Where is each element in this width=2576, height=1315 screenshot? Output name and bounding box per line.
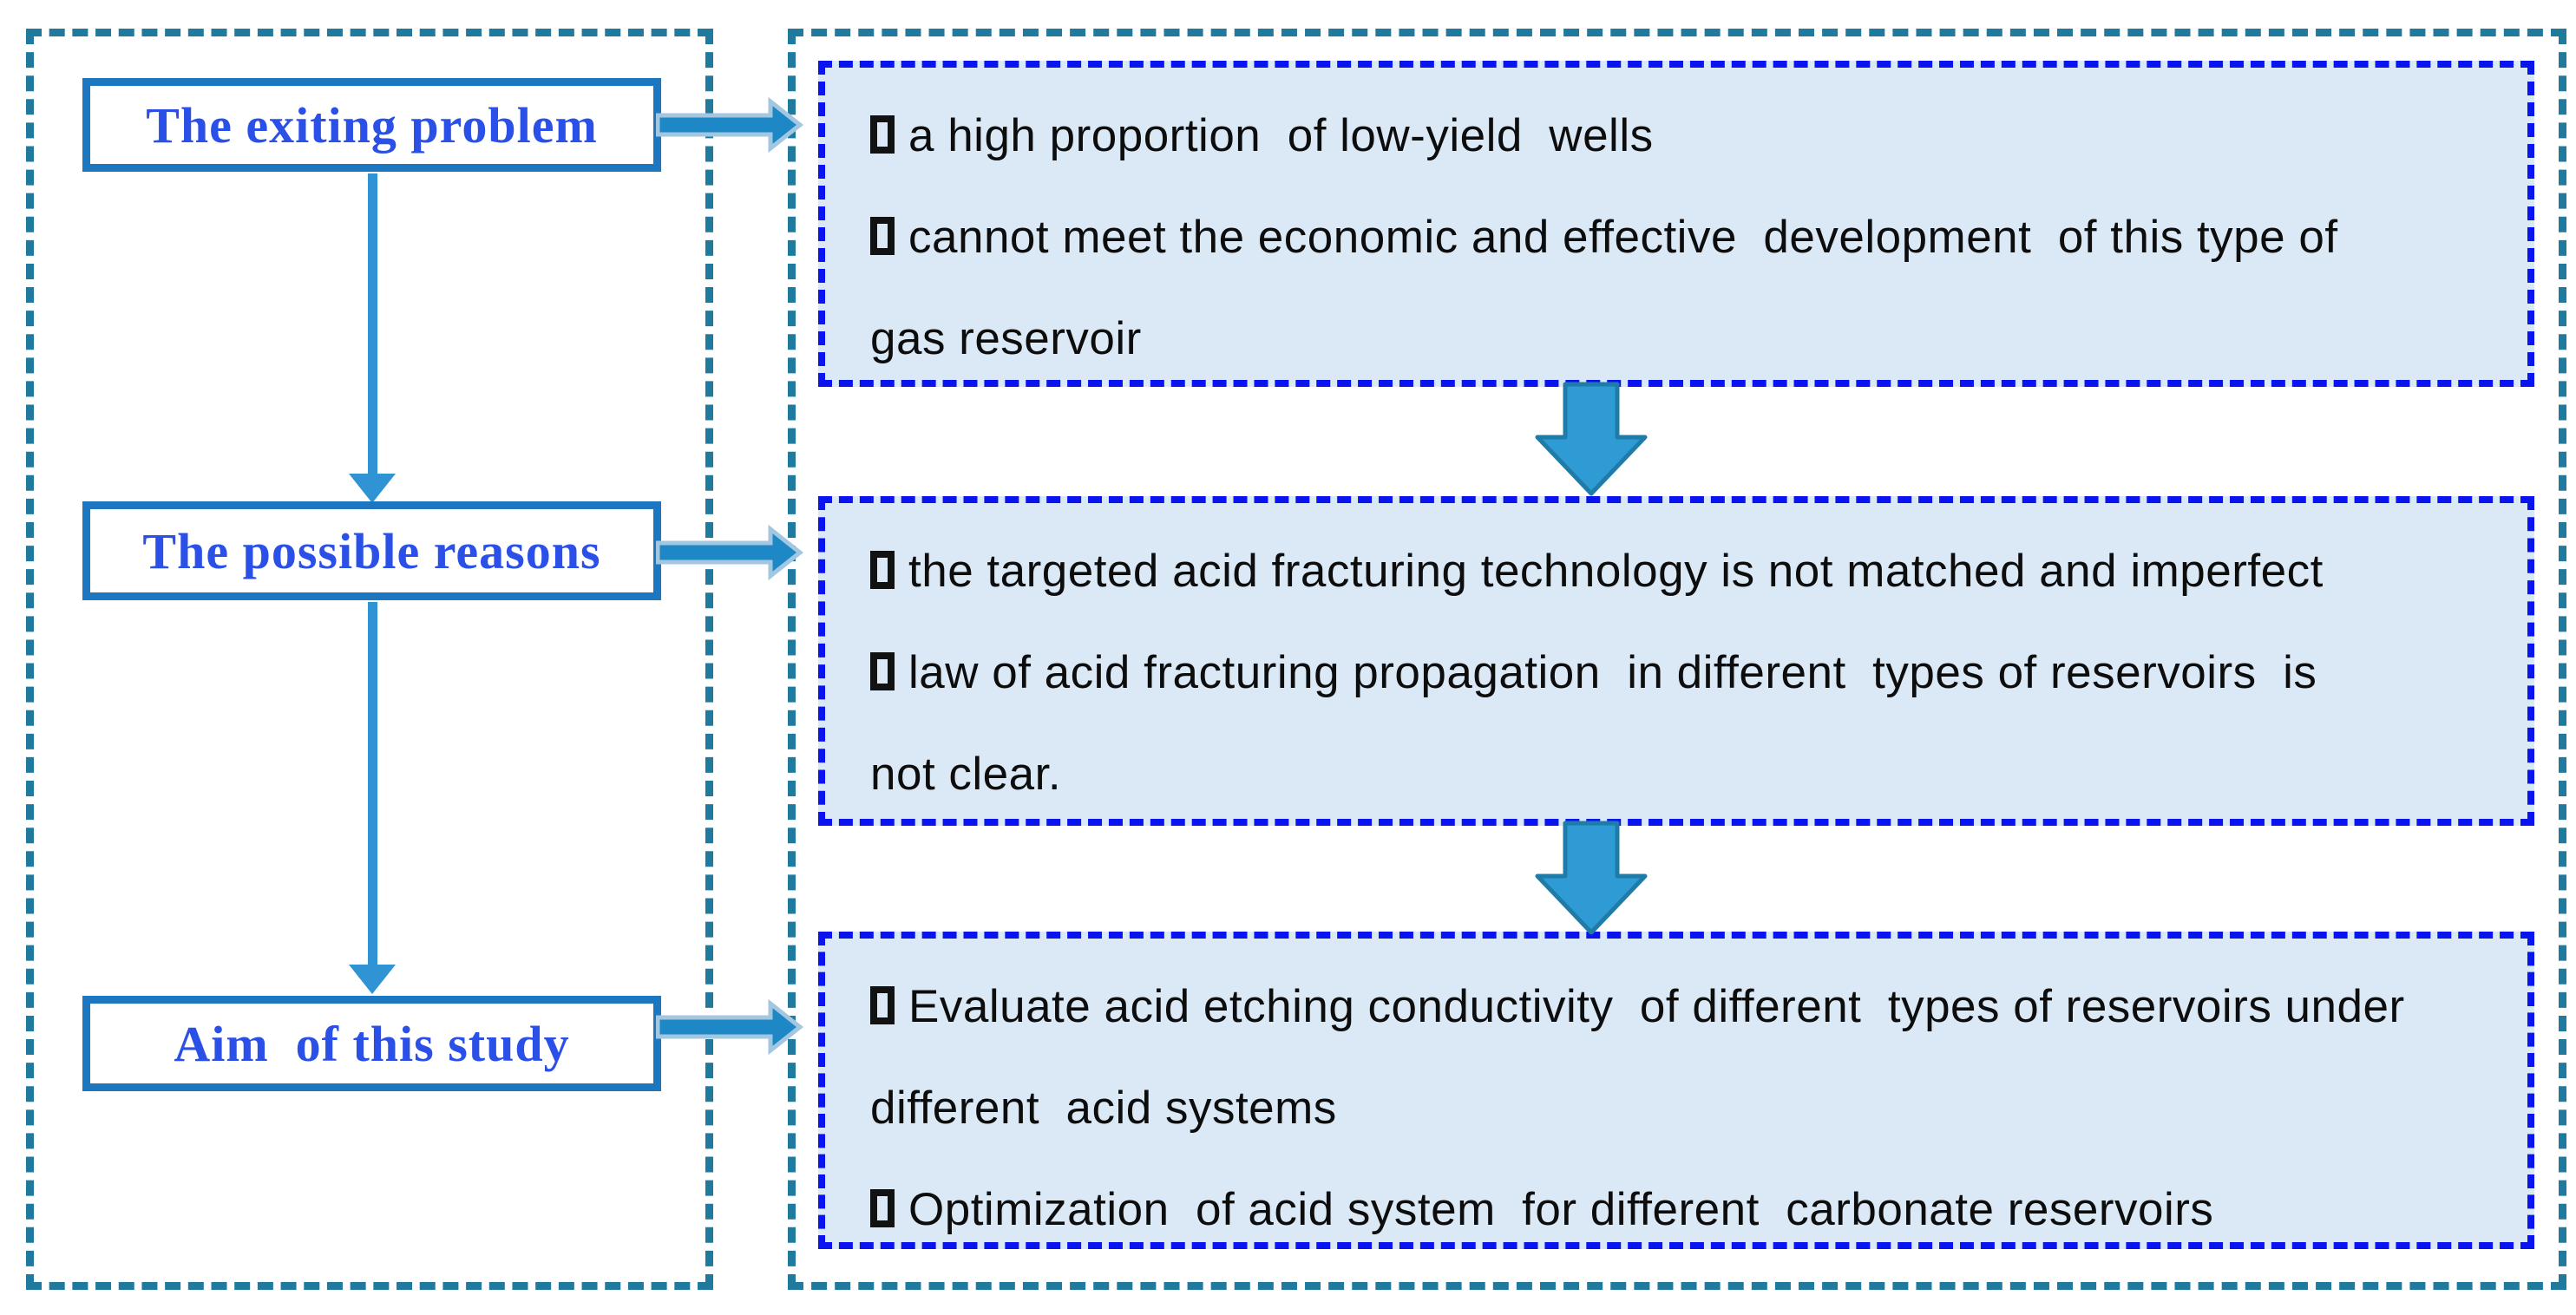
bullet-line: Optimization of acid system for differen… xyxy=(870,1159,2501,1260)
stage-label-possible-reasons: The possible reasons xyxy=(142,522,601,579)
left-outer-dashed-panel xyxy=(26,29,713,1290)
square-bullet-icon xyxy=(870,551,895,589)
bullet-line-text: not clear. xyxy=(870,749,1062,800)
bullet-line-text: different acid systems xyxy=(870,1083,1337,1134)
stage-box-possible-reasons: The possible reasons xyxy=(82,501,661,600)
right-outer-dashed-panel xyxy=(788,29,2566,1290)
down-arrowhead-icon xyxy=(349,474,396,503)
down-arrowhead-icon xyxy=(349,965,396,994)
bullet-line: Evaluate acid etching conductivity of di… xyxy=(870,956,2501,1057)
bullet-line-text: a high proportion of low-yield wells xyxy=(908,110,1654,161)
square-bullet-icon xyxy=(870,652,895,690)
bullet-line: a high proportion of low-yield wells xyxy=(870,85,2501,186)
bullet-line-text: Optimization of acid system for differen… xyxy=(908,1184,2214,1235)
bullet-line: the targeted acid fracturing technology … xyxy=(870,520,2501,622)
bullet-line-text: gas reservoir xyxy=(870,313,1142,364)
down-block-arrow-icon xyxy=(1535,382,1648,496)
bullet-line: cannot meet the economic and effective d… xyxy=(870,186,2501,288)
stage-label-existing-problem: The exiting problem xyxy=(146,96,598,154)
square-bullet-icon xyxy=(870,986,895,1024)
continuation-line: gas reservoir xyxy=(870,288,2501,389)
bullet-line-text: the targeted acid fracturing technology … xyxy=(908,546,2324,597)
stage-box-aim-of-study: Aim of this study xyxy=(82,996,661,1091)
bullet-line: law of acid fracturing propagation in di… xyxy=(870,622,2501,723)
bullet-line-text: cannot meet the economic and effective d… xyxy=(908,212,2338,263)
content-box-possible-reasons: the targeted acid fracturing technology … xyxy=(818,496,2534,826)
connector-line-2 xyxy=(368,602,377,968)
square-bullet-icon xyxy=(870,1189,895,1227)
bullet-line-text: Evaluate acid etching conductivity of di… xyxy=(908,981,2405,1032)
right-arrow-icon xyxy=(656,525,804,580)
content-box-aim-of-study: Evaluate acid etching conductivity of di… xyxy=(818,932,2534,1249)
right-arrow-icon xyxy=(656,97,804,153)
content-box-existing-problem: a high proportion of low-yield wells can… xyxy=(818,61,2534,387)
connector-line-1 xyxy=(368,173,377,477)
square-bullet-icon xyxy=(870,115,895,154)
continuation-line: not clear. xyxy=(870,723,2501,825)
square-bullet-icon xyxy=(870,217,895,255)
down-block-arrow-icon xyxy=(1535,821,1648,935)
bullet-line-text: law of acid fracturing propagation in di… xyxy=(908,647,2317,698)
stage-box-existing-problem: The exiting problem xyxy=(82,78,661,172)
stage-label-aim-of-study: Aim of this study xyxy=(174,1015,570,1072)
continuation-line: different acid systems xyxy=(870,1057,2501,1159)
right-arrow-icon xyxy=(656,999,804,1055)
